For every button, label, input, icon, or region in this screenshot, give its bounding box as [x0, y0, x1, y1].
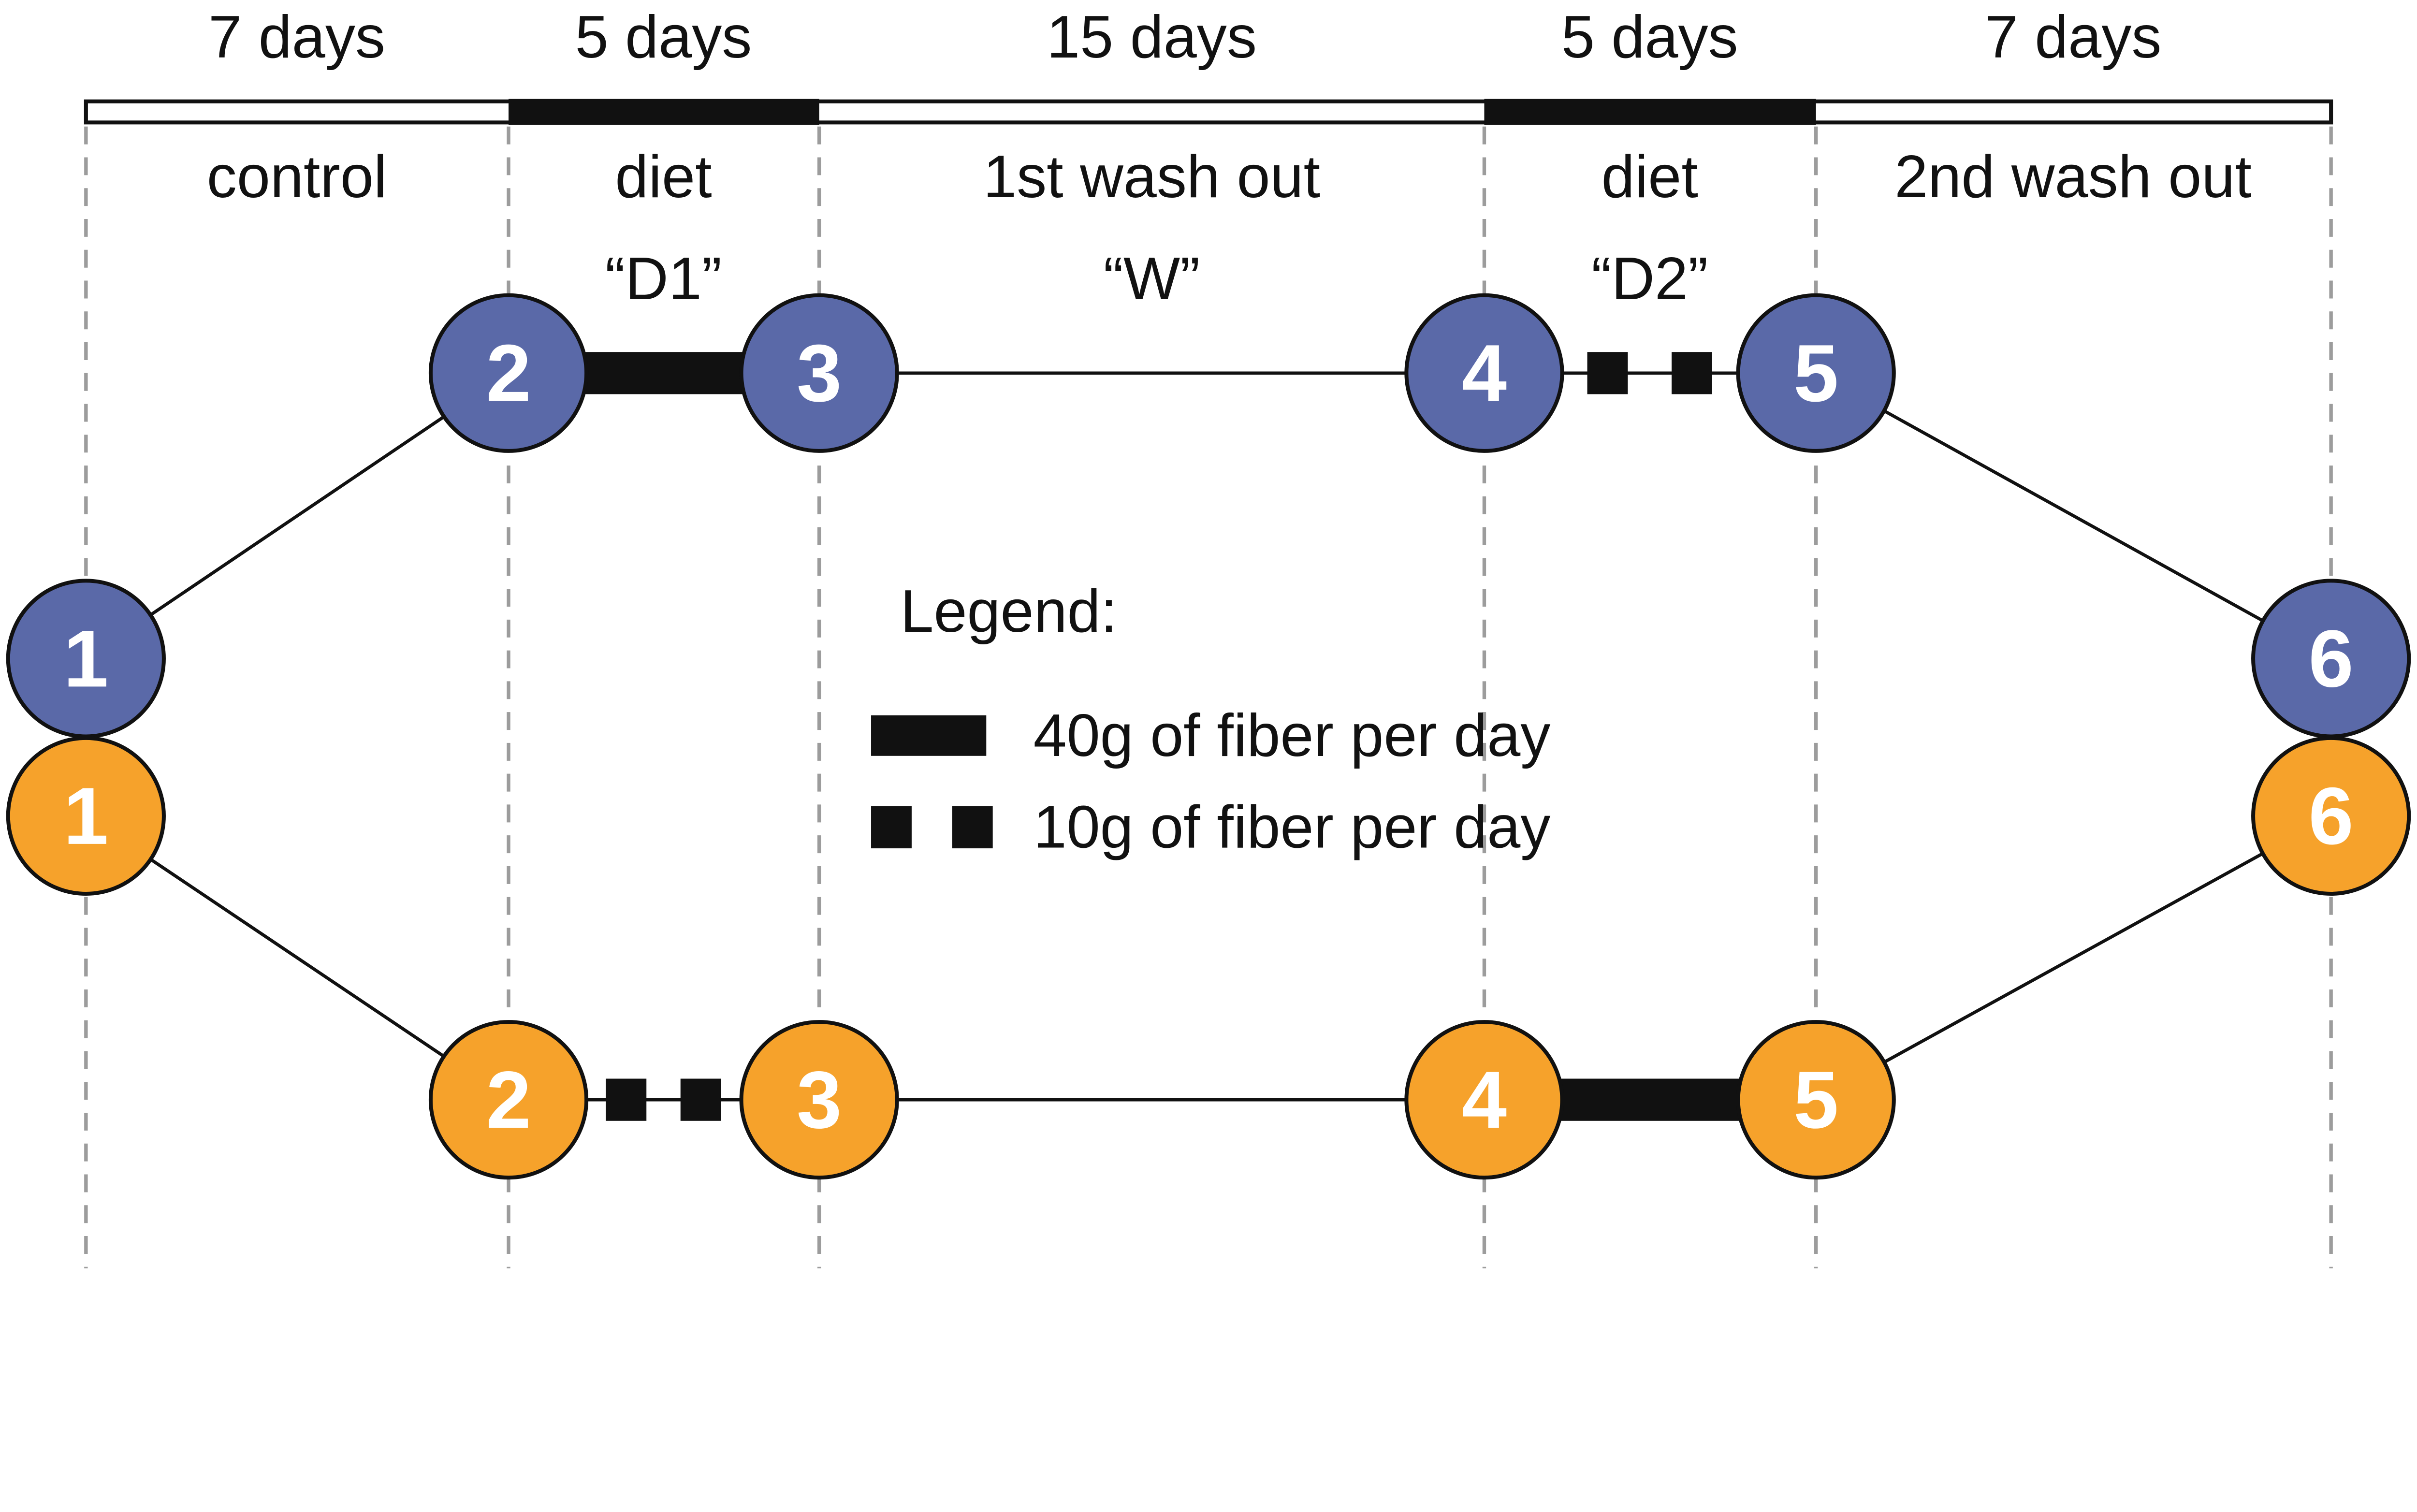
top-timepoint-2: 2 — [428, 293, 589, 453]
timepoint-circle — [739, 293, 899, 453]
top-timepoint-1: 1 — [6, 579, 166, 739]
study-design-figure: 7 days 5 days 15 days 5 days 7 days cont… — [6, 4, 2411, 1269]
phase-code-d1: “D1” — [605, 246, 722, 312]
timepoint-number: 2 — [486, 1054, 531, 1145]
legend-10g-square-swatch-2 — [952, 806, 993, 849]
crossover-timeline-svg: 7 days 5 days 15 days 5 days 7 days cont… — [6, 4, 2411, 1269]
timepoint-circle — [1404, 1020, 1564, 1180]
timepoint-number: 4 — [1462, 328, 1507, 419]
duration-label-washout1: 15 days — [1047, 4, 1257, 71]
timepoint-number: 5 — [1793, 328, 1838, 419]
timepoint-circle — [428, 293, 589, 453]
timeline-bar — [84, 99, 2333, 125]
connector-bottom-1-2 — [85, 814, 510, 1101]
phase-label-washout2: 2nd wash out — [1894, 144, 2252, 210]
timepoint-number: 6 — [2308, 613, 2353, 704]
phase-label-diet2: diet — [1602, 144, 1698, 210]
legend-item-40g: 40g of fiber per day — [871, 702, 1550, 769]
bottom-arm-10g-square-2 — [680, 1078, 721, 1121]
dashed-guide-lines — [84, 126, 2333, 1269]
phase-label-washout1: 1st wash out — [983, 144, 1320, 210]
top-arm-10g-square-1 — [1587, 352, 1628, 394]
phase-label-diet1: diet — [615, 144, 712, 210]
top-timepoint-4: 4 — [1404, 293, 1564, 453]
phase-code-w: “W” — [1104, 246, 1200, 312]
duration-label-washout2: 7 days — [1985, 4, 2162, 71]
timeline-bar-outline — [84, 99, 2333, 125]
timepoint-circle — [1736, 1020, 1896, 1180]
timepoint-number: 5 — [1793, 1054, 1838, 1145]
legend-item-label: 10g of fiber per day — [1034, 794, 1551, 860]
phase-label-control: control — [207, 144, 387, 210]
bottom-arm-nodes: 1 2 3 4 5 6 — [6, 736, 2411, 1180]
top-arm-nodes: 1 2 3 4 5 6 — [6, 293, 2411, 739]
timepoint-number: 1 — [63, 613, 108, 704]
connector-top-5-6 — [1815, 371, 2332, 660]
timeline-diet1-black-segment — [509, 99, 819, 125]
legend-40g-bar-swatch — [871, 715, 987, 756]
timepoint-circle — [6, 736, 166, 896]
connector-lines — [85, 371, 2332, 1102]
connector-top-1-2 — [85, 372, 510, 660]
bottom-timepoint-5: 5 — [1736, 1020, 1896, 1180]
timepoint-number: 3 — [797, 1054, 842, 1145]
bottom-timepoint-6: 6 — [2251, 736, 2411, 896]
connector-bottom-5-6 — [1815, 814, 2332, 1102]
timepoint-number: 6 — [2308, 771, 2353, 861]
duration-label-diet1: 5 days — [575, 4, 752, 71]
timepoint-circle — [428, 1020, 589, 1180]
bottom-timepoint-3: 3 — [739, 1020, 899, 1180]
timepoint-number: 3 — [797, 328, 842, 419]
duration-labels: 7 days 5 days 15 days 5 days 7 days — [208, 4, 2161, 71]
phase-code-labels: “D1” “W” “D2” — [605, 246, 1708, 312]
timepoint-number: 4 — [1462, 1054, 1507, 1145]
duration-label-diet2: 5 days — [1561, 4, 1738, 71]
timepoint-circle — [739, 1020, 899, 1180]
fiber-10g-squares — [606, 352, 1712, 1121]
timeline-diet2-black-segment — [1484, 99, 1816, 125]
top-timepoint-6: 6 — [2251, 579, 2411, 739]
legend-title: Legend: — [900, 578, 1117, 645]
bottom-arm-10g-square-1 — [606, 1078, 647, 1121]
bottom-timepoint-4: 4 — [1404, 1020, 1564, 1180]
legend-item-label: 40g of fiber per day — [1034, 702, 1551, 769]
timepoint-number: 2 — [486, 328, 531, 419]
legend-item-10g: 10g of fiber per day — [871, 794, 1550, 860]
timepoint-circle — [2251, 736, 2411, 896]
top-timepoint-5: 5 — [1736, 293, 1896, 453]
bottom-timepoint-1: 1 — [6, 736, 166, 896]
timepoint-number: 1 — [63, 771, 108, 861]
phase-code-d2: “D2” — [1591, 246, 1708, 312]
legend-10g-square-swatch-1 — [871, 806, 912, 849]
bottom-timepoint-2: 2 — [428, 1020, 589, 1180]
top-arm-10g-square-2 — [1672, 352, 1712, 394]
duration-label-control: 7 days — [208, 4, 385, 71]
timepoint-circle — [1736, 293, 1896, 453]
legend: Legend: 40g of fiber per day 10g of fibe… — [871, 578, 1550, 860]
phase-labels: control diet 1st wash out diet 2nd wash … — [207, 144, 2252, 210]
timepoint-circle — [1404, 293, 1564, 453]
top-timepoint-3: 3 — [739, 293, 899, 453]
